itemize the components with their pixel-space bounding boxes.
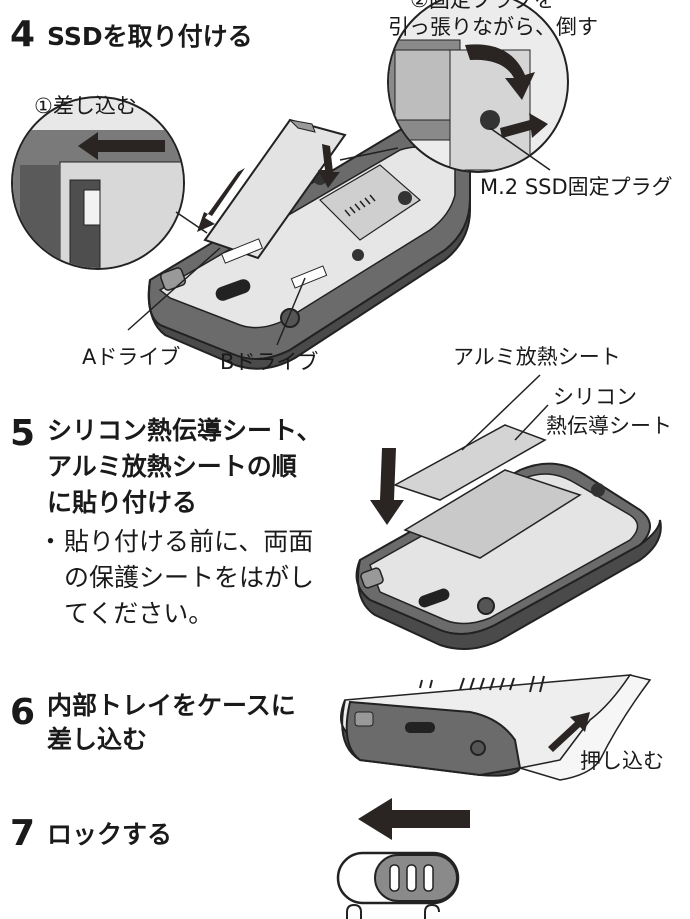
step-4-title: SSDを取り付ける [47,22,253,51]
step-5-note-line1: 貼り付ける前に、両面 [64,527,314,556]
step-5-title-line2: アルミ放熱シートの順 [47,452,297,481]
step-5-title-line3: に貼り付ける [47,488,198,517]
silicon-label-line1: シリコン [553,385,637,409]
thermal-sheet-illustration [355,374,662,650]
silicon-label-line2: 熱伝導シート [546,414,672,438]
ssd-tray-illustration [147,118,471,370]
m2-plug-label: M.2 SSD固定プラグ [480,175,673,199]
zoom-plug-illustration [339,0,569,173]
step-7-number: 7 [10,813,36,854]
lock-switch-illustration [336,798,470,919]
step-5-note-bullet: ・ [38,527,64,556]
insert-callout: ①差し込む [34,94,137,118]
plug-callout-line2: 引っ張りながら、倒す [388,15,598,39]
step-5-note-line3: てください。 [64,599,214,628]
alu-sheet-label: アルミ放熱シート [453,345,621,369]
step-4-number: 4 [10,14,36,55]
step-5-title-line1: シリコン熱伝導シート、 [47,416,322,445]
step-6-number: 6 [10,692,36,733]
plug-callout-line1: ②固定プラグを [410,0,555,12]
push-in-label: 押し込む [580,749,664,773]
step-7-title: ロックする [47,820,173,849]
tray-insert-illustration [340,674,652,781]
step-6-title-line1: 内部トレイをケースに [47,691,296,720]
step-5-note-line2: の保護シートをはがし [64,563,315,592]
drive-a-label: Aドライブ [82,345,181,369]
step-6-title-line2: 差し込む [47,725,148,754]
zoom-insert-illustration [11,96,208,270]
step-5-number: 5 [10,413,36,454]
drive-b-label: Bドライブ [220,350,319,374]
